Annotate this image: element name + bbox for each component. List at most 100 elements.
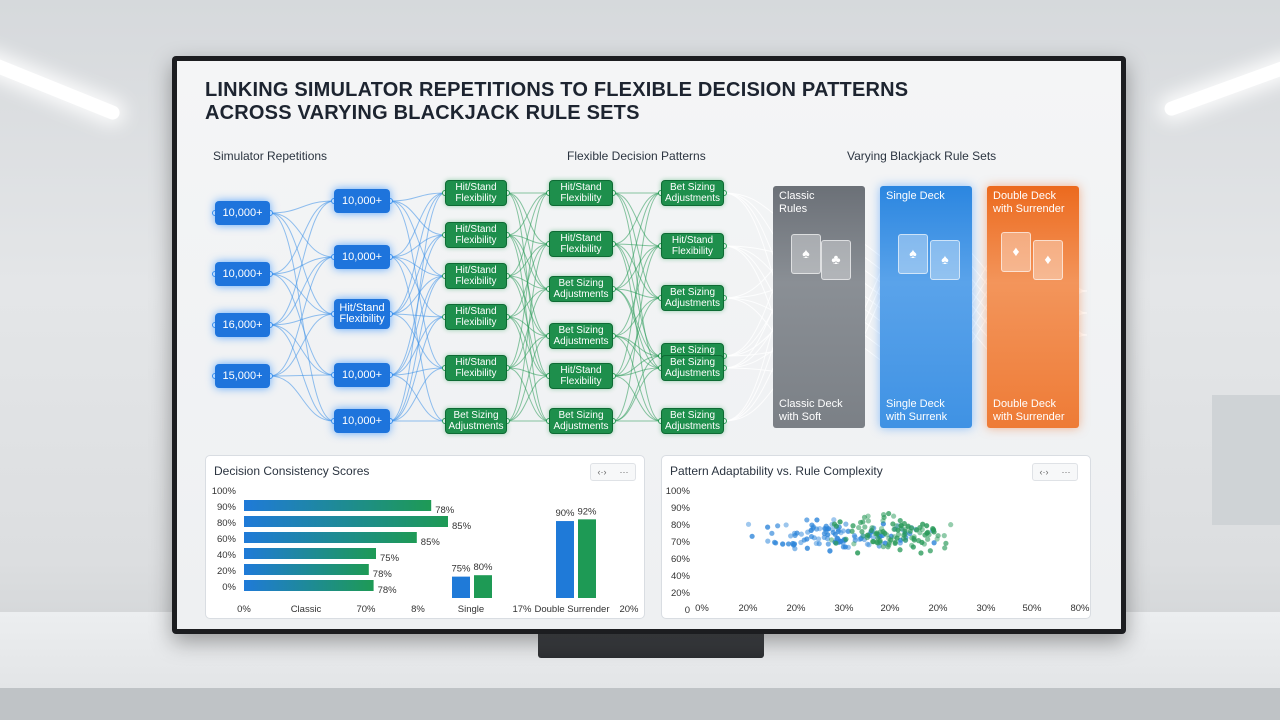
- card-icon: ♣: [821, 240, 851, 280]
- vertical-bar: [556, 521, 574, 598]
- repetition-node[interactable]: 10,000+: [215, 262, 270, 286]
- scatter-point: [924, 523, 930, 529]
- pattern-node[interactable]: Bet Sizing Adjustments: [661, 355, 724, 381]
- scatter-point: [902, 528, 908, 534]
- rule-set-double-deck[interactable]: Double Deck with Surrender ♦ ♦ Double De…: [987, 186, 1079, 428]
- repetition-node[interactable]: Hit/Stand Flexibility: [334, 299, 390, 329]
- scatter-point: [783, 522, 789, 528]
- y-tick-label: 90%: [671, 503, 691, 514]
- pattern-node[interactable]: Hit/Stand Flexibility: [445, 222, 507, 248]
- bar-value-label: 92%: [577, 506, 597, 517]
- scatter-point: [897, 517, 903, 524]
- x-tick-label: 20%: [786, 603, 806, 614]
- expand-icon[interactable]: ‹·›: [597, 467, 607, 477]
- scatter-point: [909, 542, 915, 548]
- connection-line: [389, 256, 446, 422]
- bar-value-label: 75%: [451, 564, 471, 575]
- repetition-node[interactable]: 15,000+: [215, 364, 270, 388]
- connection-line: [506, 275, 550, 337]
- scatter-point: [930, 525, 936, 532]
- rule-set-single-deck[interactable]: Single Deck ♠ ♠ Single Deck with Surrenk: [880, 186, 972, 428]
- panel-toolbar[interactable]: ‹·› ···: [590, 463, 636, 481]
- scatter-point: [892, 540, 898, 547]
- pattern-node[interactable]: Hit/Stand Flexibility: [549, 363, 613, 389]
- repetition-node[interactable]: 10,000+: [334, 245, 390, 269]
- pattern-node[interactable]: Hit/Stand Flexibility: [445, 180, 507, 206]
- x-tick-label: 17%: [512, 604, 532, 615]
- connection-line: [506, 192, 550, 277]
- adaptability-panel: Pattern Adaptability vs. Rule Complexity…: [661, 455, 1091, 619]
- scatter-point: [801, 537, 807, 543]
- connection-line: [389, 275, 446, 422]
- connection-line: [269, 200, 335, 326]
- pattern-node[interactable]: Bet Sizing Adjustments: [661, 285, 724, 311]
- connection-line: [612, 288, 662, 369]
- pattern-node[interactable]: Hit/Stand Flexibility: [549, 180, 613, 206]
- expand-icon[interactable]: ‹·›: [1039, 467, 1049, 477]
- scatter-point: [860, 533, 866, 539]
- scatter-point: [798, 531, 804, 537]
- connection-line: [269, 273, 335, 376]
- pattern-node[interactable]: Hit/Stand Flexibility: [549, 231, 613, 257]
- ceiling-light-right: [1162, 56, 1280, 118]
- pattern-node[interactable]: Bet Sizing Adjustments: [445, 408, 507, 434]
- scatter-point: [815, 536, 822, 542]
- repetition-node[interactable]: 10,000+: [334, 189, 390, 213]
- connection-line: [389, 256, 446, 277]
- connection-line: [269, 313, 335, 377]
- scatter-point: [874, 531, 880, 537]
- repetition-node[interactable]: 10,000+: [334, 409, 390, 433]
- connection-line: [389, 367, 446, 422]
- pattern-node[interactable]: Bet Sizing Adjustments: [661, 408, 724, 434]
- connection-line: [506, 192, 550, 369]
- more-icon[interactable]: ···: [1061, 467, 1071, 477]
- connection-line: [612, 335, 662, 369]
- repetition-node[interactable]: 16,000+: [215, 313, 270, 337]
- rule-set-classic[interactable]: Classic Rules ♠ ♣ Classic Deck with Soft: [773, 186, 865, 428]
- scatter-point: [902, 531, 908, 537]
- bar-value-label: 90%: [555, 508, 575, 519]
- monitor-stand: [538, 630, 764, 658]
- connection-line: [506, 367, 550, 422]
- repetition-node[interactable]: 10,000+: [215, 201, 270, 225]
- connection-line: [506, 316, 550, 422]
- pattern-node[interactable]: Bet Sizing Adjustments: [549, 408, 613, 434]
- consistency-bar: [244, 580, 374, 591]
- scatter-point: [825, 541, 831, 547]
- scatter-point: [915, 538, 922, 544]
- connection-line: [389, 313, 446, 318]
- panel-toolbar[interactable]: ‹·› ···: [1032, 463, 1078, 481]
- x-tick-label: 20%: [738, 603, 758, 614]
- scatter-point: [902, 537, 909, 543]
- consistency-bar: [244, 564, 369, 575]
- pattern-node[interactable]: Hit/Stand Flexibility: [445, 263, 507, 289]
- scatter-point: [880, 521, 886, 527]
- pattern-node[interactable]: Hit/Stand Flexibility: [661, 233, 724, 259]
- pattern-node[interactable]: Bet Sizing Adjustments: [549, 323, 613, 349]
- connection-line: [612, 245, 662, 290]
- connection-line: [389, 275, 446, 315]
- card-icon: ♦: [1001, 232, 1031, 272]
- pattern-node[interactable]: Hit/Stand Flexibility: [445, 355, 507, 381]
- card-icon: ♠: [791, 234, 821, 274]
- connection-line: [269, 374, 335, 377]
- scatter-point: [911, 535, 917, 542]
- scatter-point: [897, 547, 903, 553]
- x-tick-label: 50%: [1022, 603, 1042, 614]
- pattern-node[interactable]: Hit/Stand Flexibility: [445, 304, 507, 330]
- scatter-point: [794, 530, 800, 536]
- section-label-repetitions: Simulator Repetitions: [213, 149, 328, 163]
- connection-line: [506, 367, 550, 377]
- pattern-node[interactable]: Bet Sizing Adjustments: [549, 276, 613, 302]
- scatter-point: [866, 542, 872, 548]
- scatter-point: [925, 536, 931, 542]
- more-icon[interactable]: ···: [619, 467, 629, 477]
- scatter-point: [830, 529, 836, 536]
- connection-line: [269, 256, 335, 275]
- scatter-point: [831, 517, 837, 523]
- pattern-node[interactable]: Bet Sizing Adjustments: [661, 180, 724, 206]
- repetition-node[interactable]: 10,000+: [334, 363, 390, 387]
- connection-line: [389, 234, 446, 258]
- consistency-bar: [244, 500, 432, 511]
